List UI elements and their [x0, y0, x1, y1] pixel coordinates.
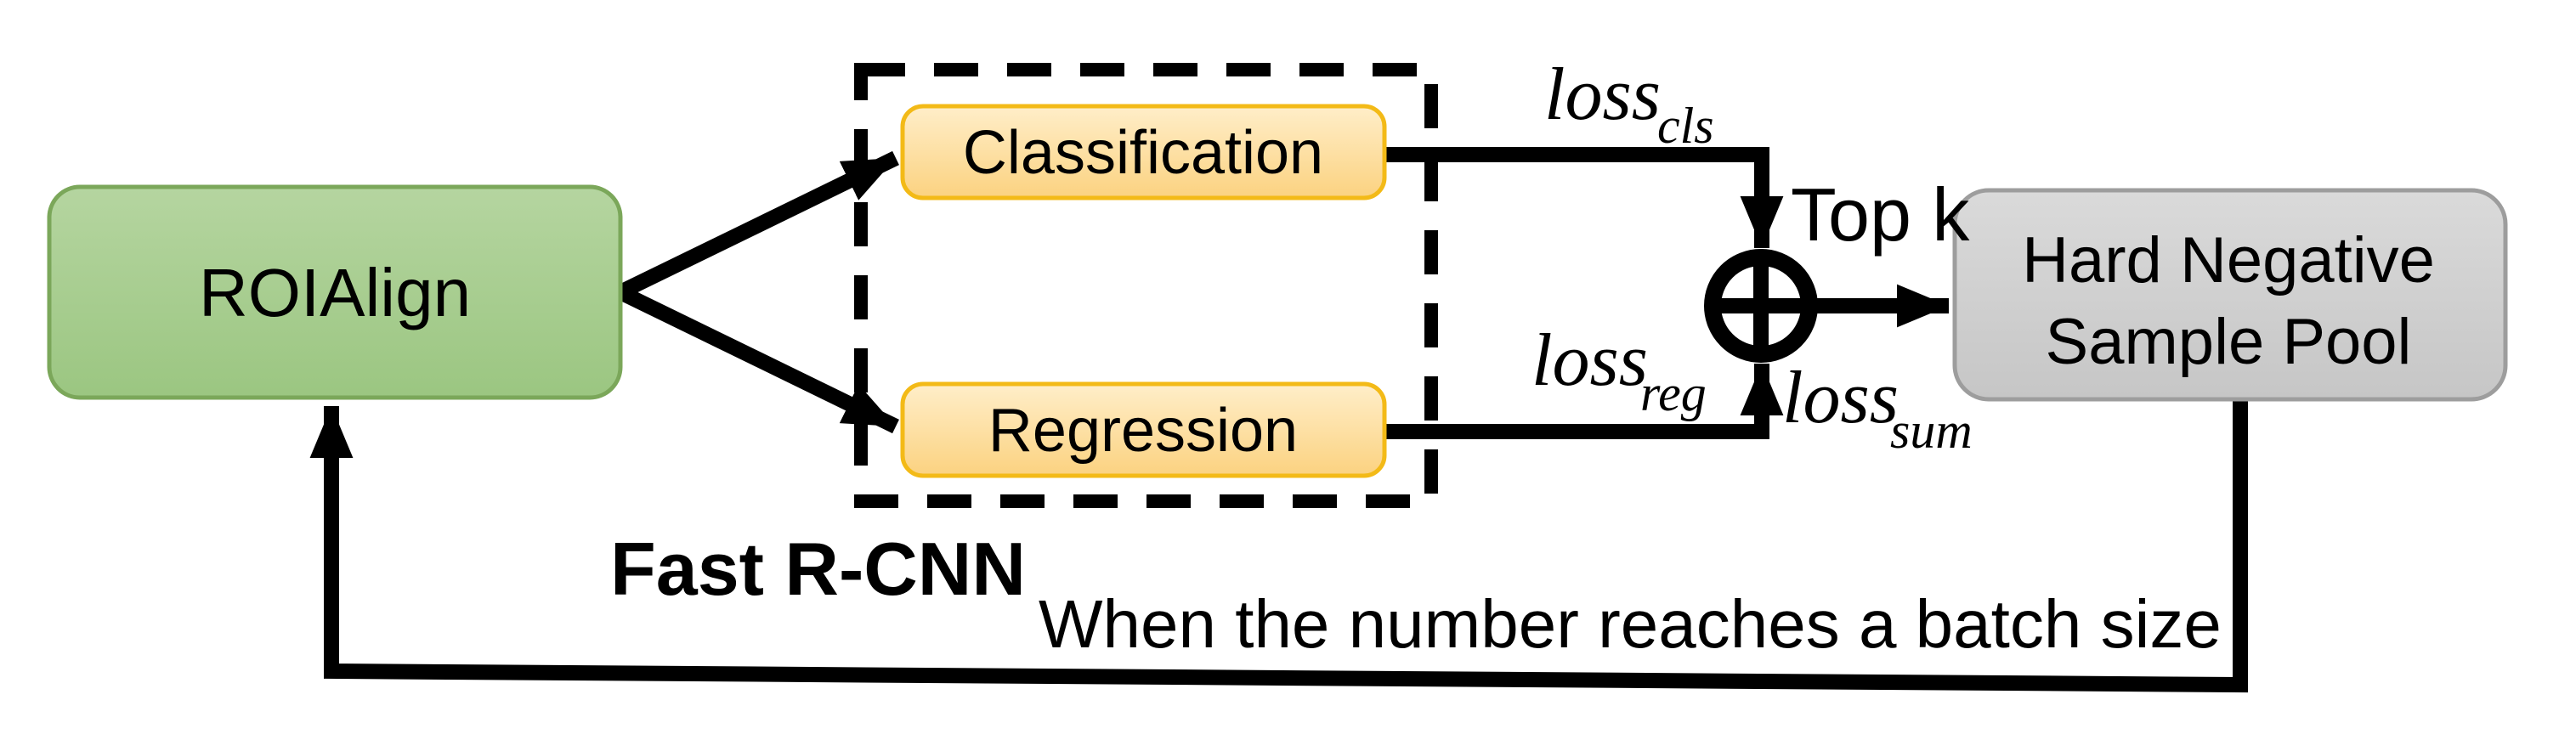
sum-circle — [1704, 249, 1818, 363]
roialign-label: ROIAlign — [199, 255, 471, 330]
regression-label: Regression — [988, 397, 1298, 465]
classification-label: Classification — [963, 119, 1323, 187]
edge-roialign-to-classification — [617, 150, 899, 300]
top-k-label: Top k — [1791, 172, 1970, 257]
edge-regression-to-sum — [1384, 364, 1784, 439]
hard-negative-pool-node — [1952, 188, 2508, 402]
pool-label-line2: Sample Pool — [2046, 306, 2412, 378]
loss-sum-subscript: sum — [1890, 403, 1973, 459]
edges — [309, 63, 2248, 693]
classification-node — [900, 104, 1387, 200]
edge-roialign-to-regression — [617, 285, 899, 434]
regression-node — [900, 381, 1387, 478]
loss-cls-label: loss — [1544, 54, 1661, 136]
nodes: ROIAlign Classification Regression Hard … — [47, 104, 2508, 478]
edge-classification-to-sum — [1384, 147, 1784, 248]
edge-pool-to-roialign-feedback — [309, 398, 2248, 693]
fast-rcnn-group-label: Fast R-CNN — [610, 527, 1026, 611]
pool-label-line1: Hard Negative — [2022, 224, 2435, 296]
loss-reg-label: loss — [1531, 319, 1648, 402]
loss-sum-label: loss — [1782, 357, 1899, 439]
roialign-node — [47, 184, 623, 400]
fast-rcnn-dashed-boundary — [854, 63, 1438, 508]
feedback-condition-label: When the number reaches a batch size — [1039, 586, 2222, 662]
loss-reg-subscript: reg — [1640, 365, 1707, 421]
edge-labels: Fast R-CNN loss cls loss reg loss sum To… — [610, 54, 2222, 662]
loss-cls-subscript: cls — [1657, 98, 1714, 154]
